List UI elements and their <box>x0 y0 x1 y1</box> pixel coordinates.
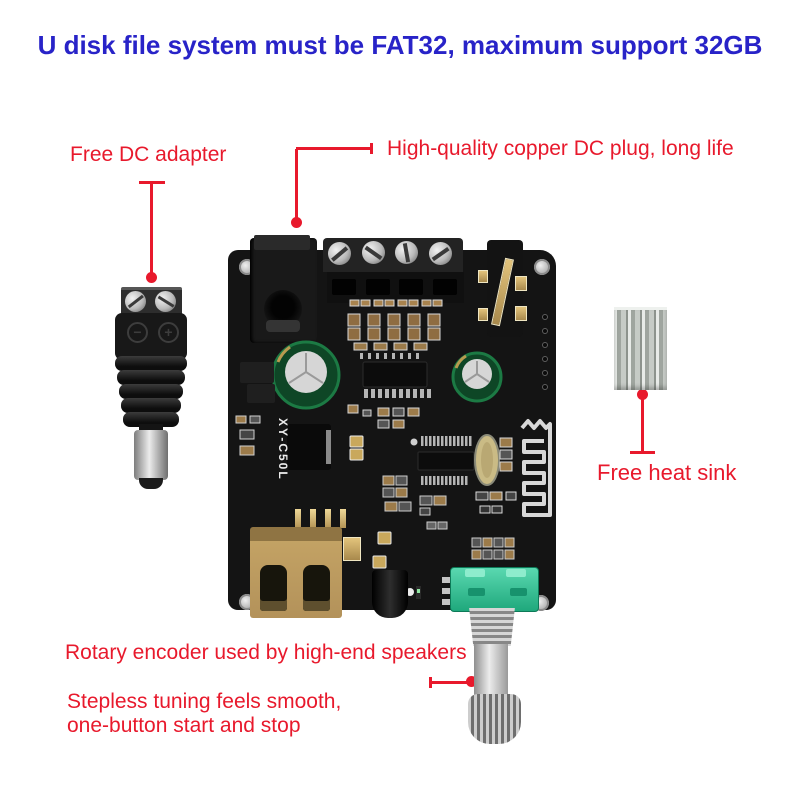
encoder-pin <box>442 599 451 605</box>
encoder-tab <box>465 569 485 577</box>
encoder-tab <box>506 569 526 577</box>
plug-screw-right <box>155 291 176 312</box>
encoder-knurled-tip <box>468 694 521 744</box>
plug-rib <box>117 370 185 385</box>
terminal-screw <box>362 241 385 264</box>
terminal-screw <box>328 242 351 265</box>
encoder-threaded-bushing <box>469 608 515 646</box>
label-free-dc-adapter: Free DC adapter <box>70 143 227 166</box>
plug-screw-left <box>125 291 146 312</box>
encoder-tab <box>510 588 527 596</box>
usb-pin <box>325 509 331 528</box>
callout-encoder-dot <box>466 676 477 687</box>
encoder-pin <box>442 577 451 583</box>
plug-body: − + <box>115 313 187 360</box>
terminal-lower-body <box>327 272 464 303</box>
dc-jack-flange <box>254 235 310 250</box>
plug-rib <box>119 384 183 399</box>
plug-rib <box>123 412 179 427</box>
solder-pin <box>478 308 488 321</box>
usb-side-clip <box>343 537 361 561</box>
usb-pin <box>340 509 346 528</box>
solder-pin <box>515 306 527 321</box>
encoder-tab <box>468 588 485 596</box>
label-tuning-line2: one-button start and stop <box>67 714 301 737</box>
usb-pin <box>295 509 301 528</box>
label-dc-plug: High-quality copper DC plug, long life <box>387 137 734 160</box>
plug-rib <box>115 356 187 371</box>
callout-heatsink-dot <box>637 389 648 400</box>
encoder-shaft <box>474 644 508 697</box>
bluetooth-antenna-trace <box>520 419 552 517</box>
plus-polarity-mark: + <box>158 322 179 343</box>
callout-encoder-tick <box>429 677 432 688</box>
dc-jack-glint <box>266 320 300 332</box>
terminal-slot <box>433 279 457 295</box>
callout-plug-dot <box>291 217 302 228</box>
usb-slot <box>260 565 287 611</box>
page-title: U disk file system must be FAT32, maximu… <box>37 30 763 60</box>
screw-slot <box>127 294 144 309</box>
silkscreen-model: XY-C50L <box>276 418 290 481</box>
terminal-slot <box>366 279 390 295</box>
label-tuning-line1: Stepless tuning feels smooth, <box>67 690 342 713</box>
callout-encoder-line <box>431 681 468 684</box>
label-rotary-encoder: Rotary encoder used by high-end speakers <box>65 641 467 664</box>
plug-tip <box>139 478 163 489</box>
plug-barrel <box>134 430 168 480</box>
usb-slot <box>303 565 330 611</box>
pcb-components-layer <box>235 299 552 599</box>
terminal-slot <box>399 279 423 295</box>
amplifier-board-photo: XY-C50L <box>228 235 556 618</box>
screw-slot <box>157 295 174 308</box>
callout-heatsink-bar <box>630 451 655 454</box>
terminal-screw <box>395 241 418 264</box>
label-free-heat-sink: Free heat sink <box>597 460 737 485</box>
callout-adapter-dot <box>146 272 157 283</box>
solder-pin <box>515 276 527 291</box>
heat-sink-photo <box>614 307 667 390</box>
dc-power-jack <box>250 235 317 343</box>
headphone-jack-barrel <box>372 570 408 618</box>
callout-adapter-line <box>150 182 153 274</box>
mounting-hole <box>534 259 550 275</box>
callout-plug-tick <box>370 143 373 154</box>
rotary-encoder-body <box>450 567 539 612</box>
callout-heatsink-line <box>641 399 644 452</box>
terminal-slot <box>332 279 356 295</box>
plug-neck <box>139 424 163 432</box>
callout-plug-hline <box>296 147 371 150</box>
plug-rib <box>121 398 181 413</box>
callout-plug-vline <box>295 149 298 219</box>
encoder-pin <box>442 588 451 594</box>
minus-polarity-mark: − <box>127 322 148 343</box>
solder-pin <box>478 270 488 283</box>
terminal-screw <box>429 242 452 265</box>
usb-port <box>250 527 342 618</box>
usb-pin <box>310 509 316 528</box>
